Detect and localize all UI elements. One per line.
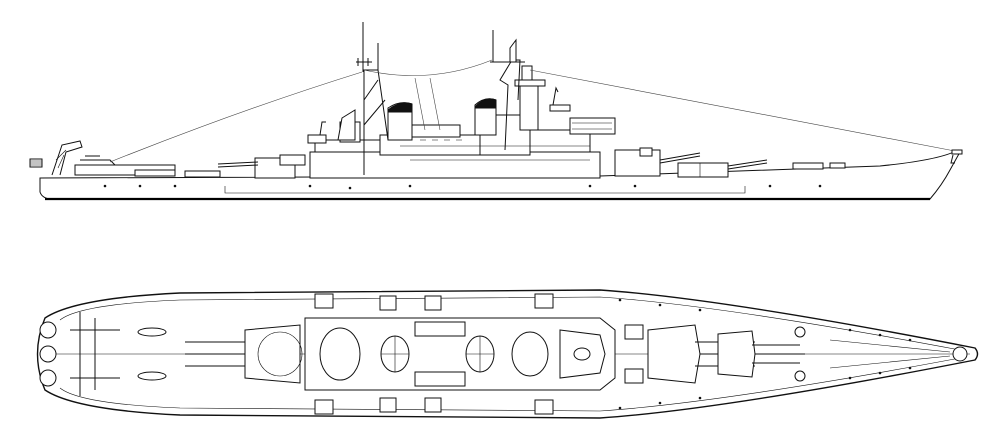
secondary-gun-mounts [314,293,644,415]
forward-tower [519,79,539,131]
plan-forward-turret-1 [717,330,805,378]
plan-aft-turret [185,324,303,384]
plan-view [36,289,979,419]
rigging-wire [529,69,961,153]
portholes [103,184,822,190]
side-profile-view [29,22,963,201]
main-mast [490,30,525,151]
forward-turret-1 [677,159,768,178]
rigging-wire [363,59,493,76]
forward-turret-2 [614,147,701,177]
plan-superstructure [304,317,616,391]
stern-fittings [39,312,167,396]
aft-funnel-cap [387,102,413,113]
aft-turret [217,154,306,179]
bow-fittings [794,326,968,382]
anchor-icon [950,154,955,164]
superstructure [307,65,616,179]
forward-funnel-cap [474,98,497,109]
aft-mast [356,22,389,175]
rigging-wire [109,71,363,163]
armor-belt [224,186,746,194]
side-hull [39,149,961,200]
stern-crane [29,140,83,176]
deck-rivets [618,298,912,410]
